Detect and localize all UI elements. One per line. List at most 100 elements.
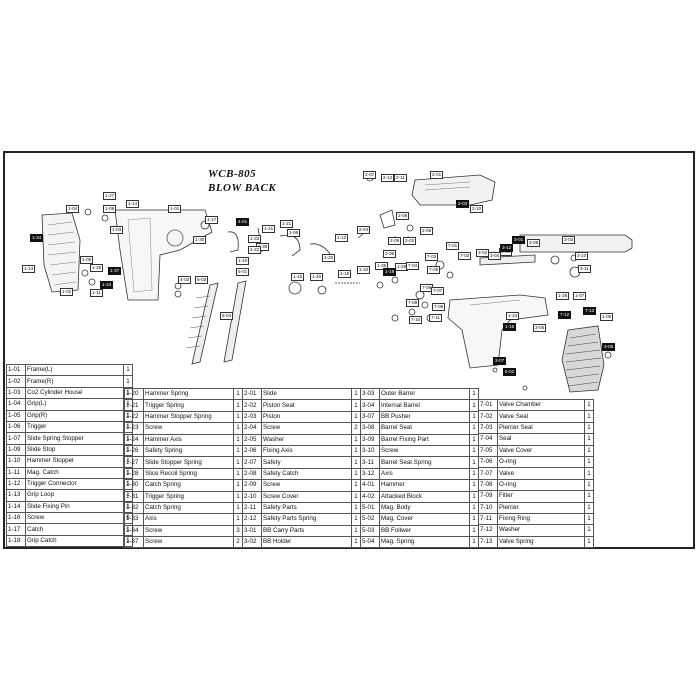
part-code: 3-04	[360, 399, 380, 412]
part-code: 1-37	[124, 536, 144, 549]
part-callout-tag: 1-09	[103, 205, 117, 213]
part-name: Axis	[379, 467, 470, 481]
part-name: Valve Seal	[497, 410, 585, 423]
part-name: Washer	[497, 524, 585, 537]
part-callout-tag: 5-02	[503, 368, 517, 376]
part-callout-tag: 1-05	[600, 313, 614, 321]
part-code: 2-09	[242, 479, 262, 492]
part-code: 1-16	[6, 512, 26, 525]
part-callout-tag: 2-12	[381, 174, 395, 182]
part-name: Trigger Spring	[143, 399, 234, 412]
part-callout-tag: 1-34	[30, 234, 44, 242]
part-name: Slice Recoil Spring	[143, 467, 234, 481]
part-callout-tag: 1-20	[310, 273, 324, 281]
part-code: 5-01	[360, 501, 380, 515]
part-name: BB Pusher	[379, 410, 470, 424]
part-name: Trigger Spring	[143, 490, 234, 503]
part-code: 7-08	[478, 478, 498, 492]
part-name: Screw	[379, 444, 470, 458]
part-qty: 1	[584, 421, 594, 435]
part-code: 2-03	[242, 410, 262, 424]
part-qty: 1	[584, 478, 594, 492]
part-qty: 1	[584, 398, 594, 412]
part-code: 1-17	[6, 523, 26, 536]
part-callout-tag: 7-02	[458, 252, 472, 260]
part-name: Mag. Cover	[379, 513, 470, 526]
part-code: 2-11	[242, 501, 262, 515]
part-code: 5-03	[360, 524, 380, 538]
part-name: Slide Stop	[25, 443, 124, 457]
part-callout-tag: 1-01	[168, 205, 182, 213]
part-qty: 1	[584, 512, 594, 526]
part-name: Hammer Axis	[143, 433, 234, 446]
part-callout-tag: 2-05	[420, 227, 434, 235]
part-name: Fixing Axis	[261, 444, 352, 458]
part-callout-tag: 2-07	[363, 171, 377, 179]
part-code: 1-12	[6, 477, 26, 491]
part-callout-tag: 1-33	[248, 235, 262, 243]
part-callout-tag: 1-06	[287, 229, 301, 237]
part-code: 2-04	[242, 422, 262, 435]
part-code: 7-01	[478, 398, 498, 412]
part-callout-tag: 1-04	[66, 205, 80, 213]
part-name: Screw	[143, 536, 234, 549]
part-code: 2-06	[242, 444, 262, 458]
part-name: Safety Spring	[143, 444, 234, 458]
part-name: Washer	[261, 433, 352, 446]
part-name: Hammer	[379, 479, 470, 492]
part-callout-tag: 2-03	[456, 200, 470, 208]
part-code: 3-12	[360, 467, 380, 481]
part-name: Mag. Body	[379, 501, 470, 515]
part-callout-tag: 7-04	[406, 262, 420, 270]
part-code: 7-04	[478, 433, 498, 446]
part-code: 1-23	[124, 422, 144, 435]
part-qty: 1	[584, 410, 594, 423]
part-qty: 1	[584, 535, 594, 549]
part-code: 3-03	[360, 387, 380, 401]
part-code: 2-10	[242, 490, 262, 503]
part-name: Filter	[497, 490, 585, 503]
part-name: Outer Barrel	[379, 387, 470, 401]
part-name: Screw	[143, 422, 234, 435]
part-callout-tag: 3-09	[527, 239, 541, 247]
part-name: Frame(R)	[25, 375, 124, 388]
part-callout-tag: 1-13	[22, 265, 36, 273]
left-frame-part	[114, 209, 213, 301]
part-name: Attacked Block	[379, 490, 470, 503]
part-callout-tag: 1-25	[322, 254, 336, 262]
part-qty: 1	[584, 490, 594, 503]
part-name: BB Carry Parts	[261, 524, 352, 538]
part-callout-tag: 5-03	[195, 276, 209, 284]
part-callout-tag: 7-09	[432, 303, 446, 311]
part-callout-tag: 1-08	[80, 256, 94, 264]
part-name: BB Follwer	[379, 524, 470, 538]
part-name: Barrel Fixing Part	[379, 433, 470, 446]
